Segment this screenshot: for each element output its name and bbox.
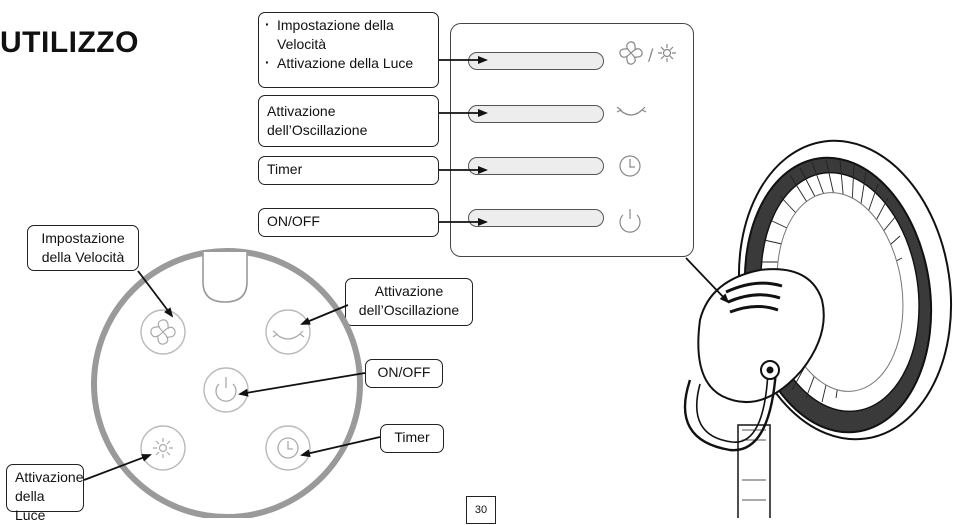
dial-callout-timer-label: Timer — [394, 429, 430, 445]
power-icon — [619, 209, 641, 233]
oscillation-icon — [616, 106, 647, 116]
onoff-slot — [468, 209, 604, 227]
callout-oscillation: Attivazione dell’Oscillazione — [258, 95, 439, 147]
timer-icon — [619, 155, 641, 177]
callout-onoff: ON/OFF — [258, 208, 439, 237]
dial-callout-onoff-label: ON/OFF — [377, 364, 431, 380]
callout-onoff-label: ON/OFF — [267, 213, 320, 229]
page-title: UTILIZZO — [0, 26, 139, 59]
oscillation-slot — [468, 105, 604, 123]
dial-power-button[interactable] — [203, 367, 249, 413]
light-icon — [658, 44, 676, 62]
dial-callout-speed: Impostazione della Velocità — [27, 225, 139, 271]
dial-callout-timer: Timer — [380, 424, 444, 453]
dial-fan-icon — [150, 319, 176, 345]
dial-arrows — [83, 270, 381, 481]
fan-icon — [619, 41, 643, 65]
dial-callout-onoff: ON/OFF — [365, 359, 443, 388]
dial-light-icon — [153, 438, 173, 458]
dial-callout-oscillation: Attivazione dell’Oscillazione — [345, 278, 473, 326]
dial-timer-icon — [277, 437, 299, 459]
slash-separator: / — [648, 45, 654, 64]
fan-illustration — [683, 139, 953, 518]
panel-arrows — [439, 56, 488, 226]
dial-callout-oscillation-label: Attivazione dell’Oscillazione — [358, 283, 460, 318]
speed-light-slot — [468, 52, 604, 70]
callout-speed-label: Impostazione della Velocità — [265, 15, 430, 54]
dial-callout-speed-label: Impostazione della Velocità — [41, 230, 125, 265]
callout-light-label: Attivazione della Luce — [265, 53, 430, 73]
dial-power-icon — [215, 377, 237, 402]
dial-oscillation-button[interactable] — [265, 309, 311, 355]
callout-timer: Timer — [258, 156, 439, 185]
dial-callout-light: Attivazione della Luce — [6, 464, 84, 523]
callout-timer-label: Timer — [267, 161, 303, 177]
control-dial — [91, 248, 363, 518]
dial-oscillation-icon — [272, 330, 305, 340]
callout-oscillation-label: Attivazione dell’Oscillazione — [267, 103, 368, 138]
timer-slot — [468, 157, 604, 175]
dial-light-button[interactable] — [140, 425, 186, 471]
dial-callout-light-label: Attivazione della Luce — [15, 469, 84, 523]
callout-speed-light: Impostazione della Velocità Attivazione … — [258, 12, 439, 88]
